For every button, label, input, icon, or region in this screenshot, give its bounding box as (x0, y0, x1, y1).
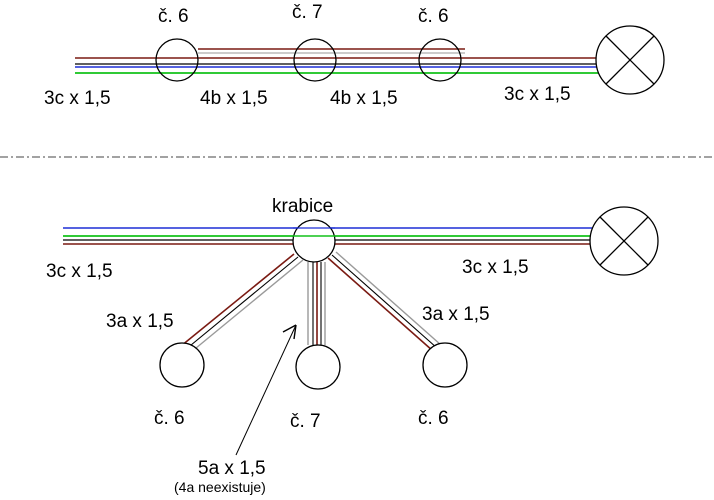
box-label: č. 7 (292, 2, 323, 23)
top-schema: č. 6 č. 7 č. 6 3c x 1,5 4b x 1,5 4b x 1,… (44, 2, 665, 109)
cable-label: 3c x 1,5 (44, 88, 111, 109)
note-arrow-icon (235, 324, 297, 456)
branch-label-right: 3a x 1,5 (422, 304, 490, 325)
switch-box-3 (422, 342, 468, 388)
branch-cable-right (327, 251, 442, 352)
box-label: č. 7 (290, 411, 321, 432)
switch-box-2 (295, 344, 341, 390)
cable-label: 3c x 1,5 (504, 84, 571, 105)
junction-label: krabice (272, 196, 333, 217)
branch-cable-middle (307, 262, 326, 345)
cable-label: 4b x 1,5 (330, 88, 398, 109)
box-label: č. 6 (418, 6, 449, 27)
switch-box-3 (418, 38, 462, 82)
note-main: 5a x 1,5 (198, 458, 266, 479)
top-main-cable (75, 57, 600, 74)
cable-label-left: 3c x 1,5 (46, 261, 113, 282)
switch-box-1 (155, 38, 199, 82)
switch-box-1 (159, 342, 205, 388)
note-sub: (4a neexistuje) (174, 479, 266, 495)
box-label: č. 6 (158, 6, 189, 27)
box-label: č. 6 (154, 408, 185, 429)
cable-label-right: 3c x 1,5 (462, 257, 529, 278)
branch-cable-left (180, 253, 304, 354)
cable-label: 4b x 1,5 (200, 88, 268, 109)
lamp-symbol-icon (595, 25, 665, 95)
junction-box (292, 219, 336, 263)
bottom-schema: krabice 3c x 1,5 3c x 1,5 3a x 1,5 3a x … (46, 196, 659, 495)
box-label: č. 6 (418, 408, 449, 429)
lamp-symbol-icon (589, 206, 659, 276)
switch-box-2 (293, 38, 337, 82)
branch-label-left: 3a x 1,5 (106, 311, 174, 332)
